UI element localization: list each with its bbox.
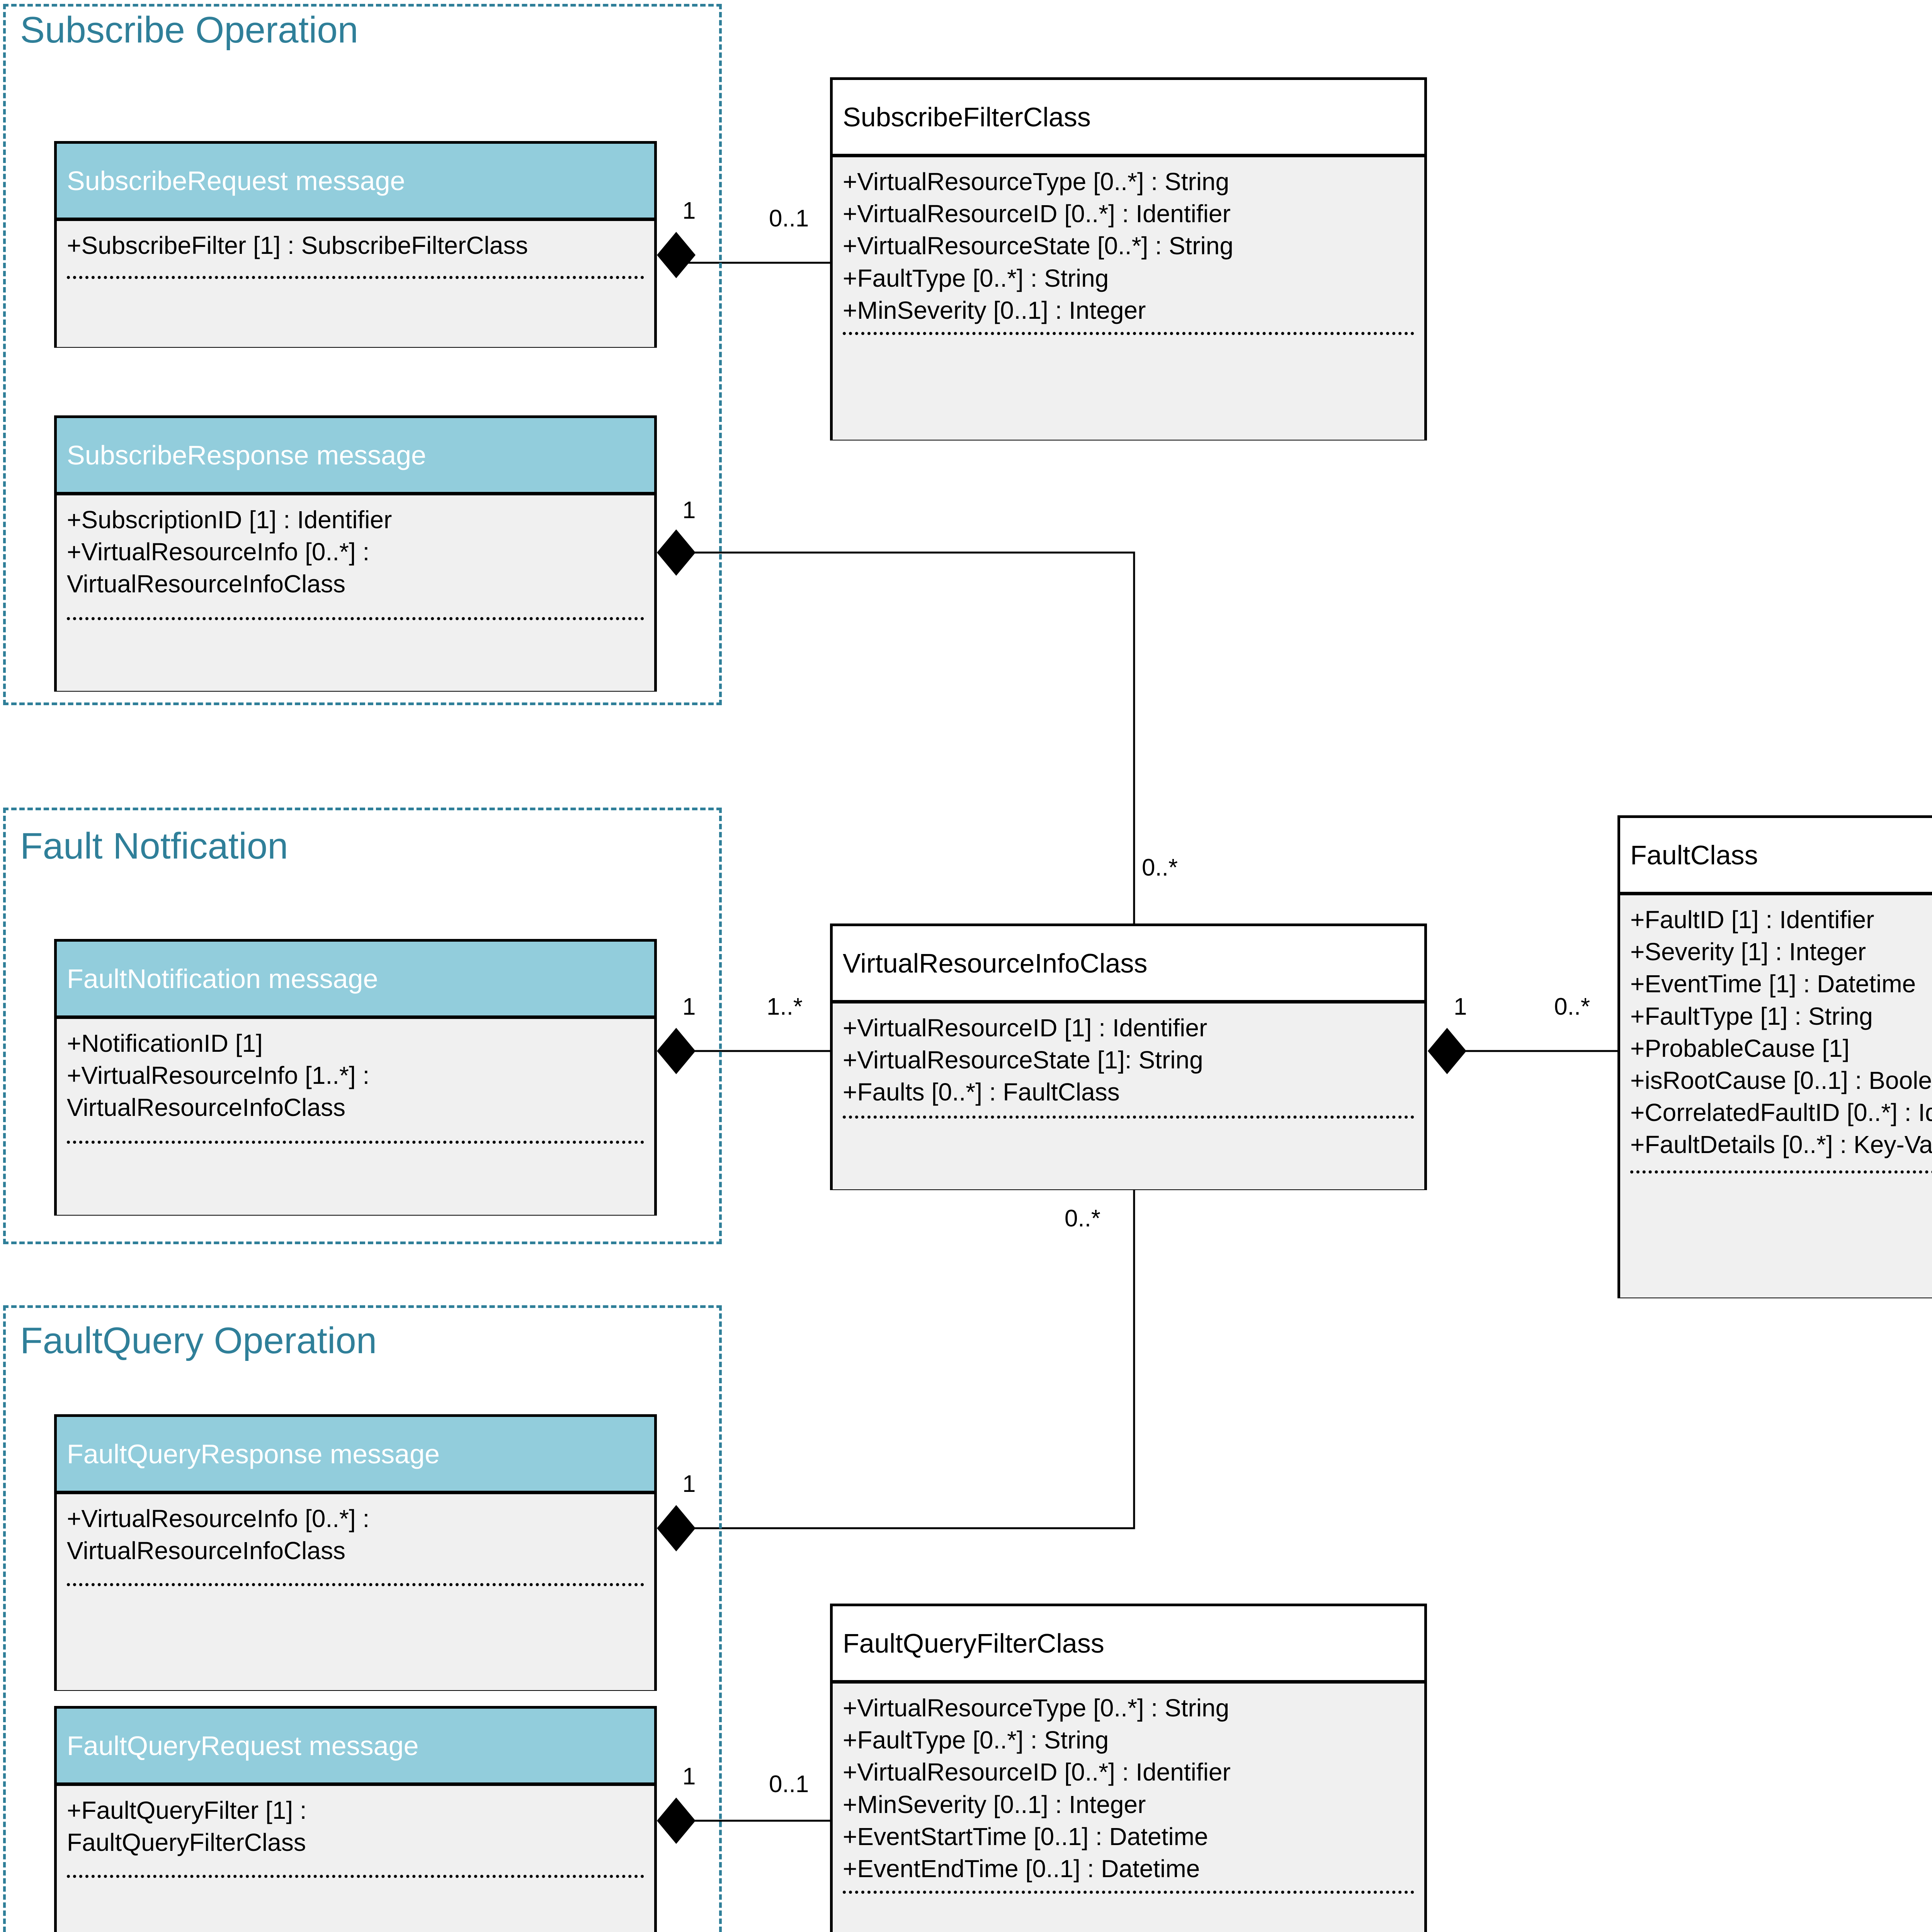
class-box-subscribe-request[interactable]: SubscribeRequest message +SubscribeFilte… <box>54 141 657 348</box>
class-header-subscribe-response: SubscribeResponse message <box>57 418 654 495</box>
attribute-row: +EventStartTime [0..1] : Datetime <box>843 1822 1208 1850</box>
attribute-row: +FaultDetails [0..*] : Key-Value pairs <box>1630 1131 1932 1159</box>
group-faultquery-operation <box>3 1305 722 1932</box>
class-header-fault-notification: FaultNotification message <box>57 942 654 1019</box>
multiplicity-qresp-vri-target: 0..* <box>1065 1205 1101 1232</box>
attribute-row: +VirtualResourceID [0..*] : Identifier <box>843 1758 1231 1786</box>
class-box-subscribe-filter-class[interactable]: SubscribeFilterClass +VirtualResourceTyp… <box>830 77 1427 440</box>
attribute-row: +VirtualResourceState [0..*] : String <box>843 232 1233 260</box>
attribute-row: +EventTime [1] : Datetime <box>1630 970 1916 998</box>
attribute-row: +SubscribeFilter [1] : SubscribeFilterCl… <box>67 231 528 259</box>
multiplicity-notif-vri-target: 1..* <box>767 993 803 1020</box>
compartment-separator <box>67 617 644 620</box>
attribute-row: +VirtualResourceInfo [0..*] : VirtualRes… <box>67 538 370 598</box>
connector-vri-to-fault-class <box>1428 1028 1617 1074</box>
compartment-separator <box>67 276 644 279</box>
class-header-faultquery-request: FaultQueryRequest message <box>57 1709 654 1786</box>
class-header-faultquery-filter-class: FaultQueryFilterClass <box>833 1606 1424 1684</box>
attribute-row: +FaultType [0..*] : String <box>843 264 1109 292</box>
compartment-separator <box>1630 1170 1932 1173</box>
class-header-subscribe-request: SubscribeRequest message <box>57 144 654 221</box>
connector-faultquery-response-to-vri <box>657 1190 1135 1551</box>
compartment-separator <box>843 332 1414 335</box>
attribute-row: +VirtualResourceType [0..*] : String <box>843 1694 1230 1722</box>
attribute-row: +VirtualResourceType [0..*] : String <box>843 168 1230 196</box>
attribute-row: +VirtualResourceID [1] : Identifier <box>843 1014 1208 1042</box>
attribute-row: +MinSeverity [0..1] : Integer <box>843 1790 1146 1818</box>
class-header-subscribe-filter-class: SubscribeFilterClass <box>833 80 1424 157</box>
group-subscribe-operation <box>3 4 722 705</box>
class-box-faultquery-response[interactable]: FaultQueryResponse message +VirtualResou… <box>54 1414 657 1691</box>
class-header-virtual-resource-info-class: VirtualResourceInfoClass <box>833 926 1424 1003</box>
multiplicity-vri-fault-source: 1 <box>1454 993 1467 1020</box>
attribute-row: +FaultType [1] : String <box>1630 1002 1873 1030</box>
multiplicity-qreq-filter-target: 0..1 <box>769 1771 809 1798</box>
attribute-row: +FaultType [0..*] : String <box>843 1726 1109 1754</box>
class-box-virtual-resource-info-class[interactable]: VirtualResourceInfoClass +VirtualResourc… <box>830 923 1427 1190</box>
class-header-fault-class: FaultClass <box>1620 818 1932 895</box>
attribute-row: +VirtualResourceInfo [0..*] : VirtualRes… <box>67 1505 370 1565</box>
compartment-separator <box>843 1891 1414 1894</box>
attribute-row: +CorrelatedFaultID [0..*] : Identifier <box>1630 1099 1932 1127</box>
multiplicity-resp-vri-target: 0..* <box>1142 854 1178 881</box>
attribute-row: +VirtualResourceID [0..*] : Identifier <box>843 200 1231 228</box>
multiplicity-qresp-vri-source: 1 <box>682 1471 696 1497</box>
compartment-separator <box>67 1141 644 1144</box>
multiplicity-vri-fault-target: 0..* <box>1554 993 1590 1020</box>
attribute-row: +Severity [1] : Integer <box>1630 938 1866 966</box>
compartment-separator <box>67 1875 644 1878</box>
class-box-faultquery-filter-class[interactable]: FaultQueryFilterClass +VirtualResourceTy… <box>830 1604 1427 1932</box>
attribute-row: +MinSeverity [0..1] : Integer <box>843 296 1146 324</box>
compartment-separator <box>67 1583 644 1586</box>
compartment-separator <box>843 1116 1414 1119</box>
group-fault-notification <box>3 808 722 1244</box>
class-box-subscribe-response[interactable]: SubscribeResponse message +SubscriptionI… <box>54 415 657 692</box>
attribute-row: +EventEndTime [0..1] : Datetime <box>843 1854 1200 1883</box>
group-title-faultquery-operation: FaultQuery Operation <box>20 1320 377 1361</box>
multiplicity-resp-vri-source: 1 <box>682 497 696 524</box>
attribute-row: +VirtualResourceInfo [1..*] : VirtualRes… <box>67 1061 370 1122</box>
multiplicity-req-filter-target: 0..1 <box>769 205 809 232</box>
multiplicity-qreq-filter-source: 1 <box>682 1763 696 1790</box>
attribute-row: +isRootCause [0..1] : Boolean <box>1630 1066 1932 1094</box>
attribute-row: +SubscriptionID [1] : Identifier <box>67 506 392 534</box>
attribute-row: +FaultQueryFilter [1] : FaultQueryFilter… <box>67 1796 307 1857</box>
attribute-row: +VirtualResourceState [1]: String <box>843 1046 1203 1074</box>
class-box-faultquery-request[interactable]: FaultQueryRequest message +FaultQueryFil… <box>54 1706 657 1932</box>
multiplicity-notif-vri-source: 1 <box>682 993 696 1020</box>
class-header-faultquery-response: FaultQueryResponse message <box>57 1417 654 1494</box>
multiplicity-req-filter-source: 1 <box>682 197 696 224</box>
connector-subscribe-response-to-vri <box>657 529 1135 923</box>
attribute-row: +ProbableCause [1] <box>1630 1034 1850 1062</box>
attribute-row: +FaultID [1] : Identifier <box>1630 906 1874 934</box>
attribute-row: +NotificationID [1] <box>67 1029 263 1057</box>
group-title-subscribe-operation: Subscribe Operation <box>20 9 359 51</box>
class-box-fault-notification[interactable]: FaultNotification message +NotificationI… <box>54 939 657 1216</box>
group-title-fault-notification: Fault Notfication <box>20 825 288 867</box>
attribute-row: +Faults [0..*] : FaultClass <box>843 1078 1120 1106</box>
class-box-fault-class[interactable]: FaultClass +FaultID [1] : Identifier +Se… <box>1617 815 1932 1298</box>
